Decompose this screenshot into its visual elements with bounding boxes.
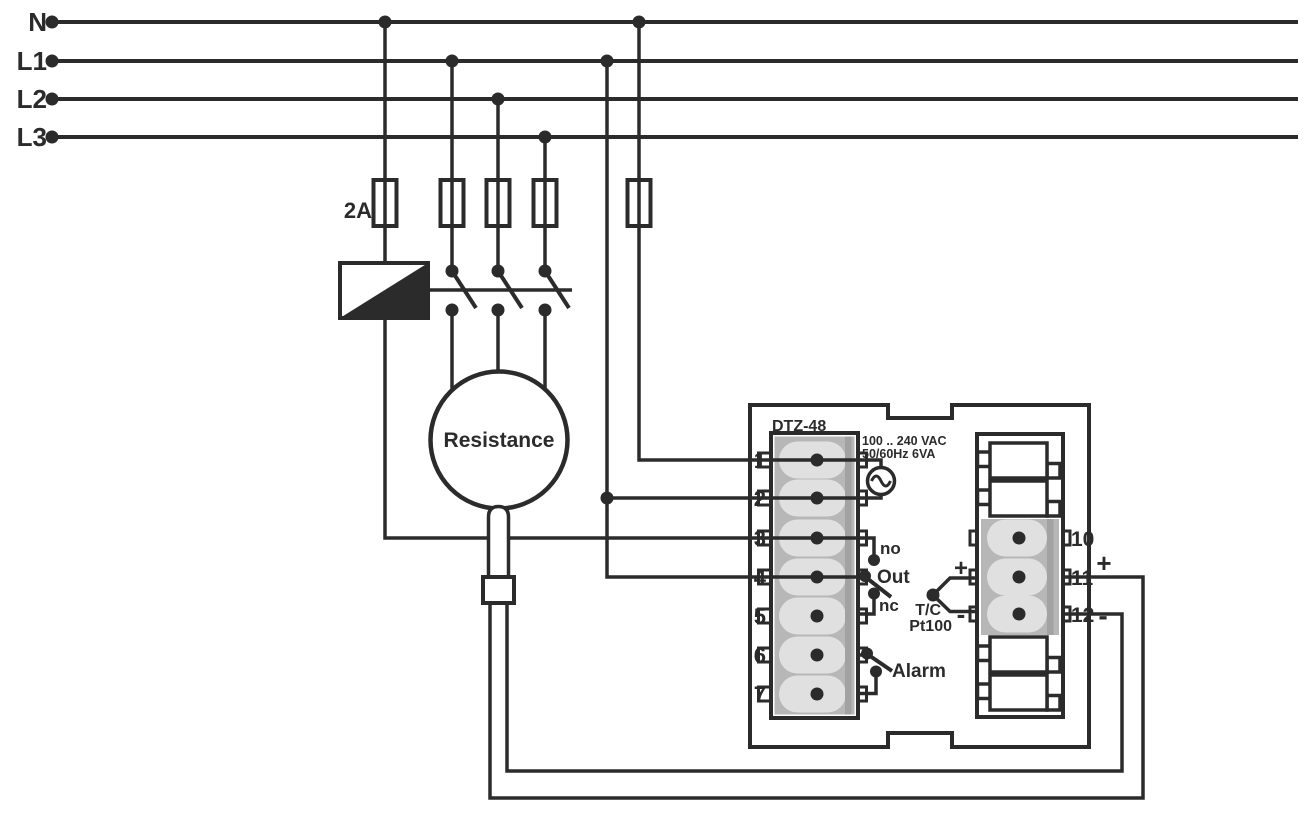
alarm-contact: Alarm [858, 647, 946, 696]
terminal-brackets [757, 451, 868, 703]
contact-blade [866, 577, 893, 599]
bus-start-dot [45, 54, 59, 68]
nc-contact-dot [868, 587, 880, 600]
junction-dot [600, 491, 614, 505]
sensor-wiring: + - [488, 548, 1145, 800]
fuse-icon [531, 178, 559, 228]
bus-line-l1: L1 [17, 46, 1298, 76]
sensor-input: T/C Pt100 + - [909, 555, 977, 635]
supply-rating: 100 .. 240 VAC 50/60Hz 6VA [858, 434, 947, 500]
sensor-junction-dot [926, 588, 940, 602]
socket-key-shapes [975, 441, 1062, 712]
resistance-load: Resistance [428, 369, 570, 511]
wire-l1-to-terminal2-4 [605, 61, 858, 579]
fuse-icon [438, 178, 466, 228]
sensor-plus-sign: + [954, 555, 968, 582]
contactor-coil-triangle [340, 263, 428, 318]
bus-start-dot [45, 92, 59, 106]
wire-coil-to-terminal3 [383, 318, 858, 540]
bus-start-dot [45, 130, 59, 144]
probe-minus-sign: - [1098, 600, 1107, 631]
left-terminal-numbers: 1 2 3 4 5 6 7 [754, 448, 767, 707]
fuse-icon [625, 178, 653, 228]
fuse-icon [484, 178, 512, 228]
circuit-wires [383, 22, 858, 579]
terminal-number-6: 6 [754, 643, 766, 668]
probe-plus-sign: + [1096, 548, 1111, 578]
bus-label-l2: L2 [17, 84, 47, 114]
temperature-probe [481, 504, 516, 605]
bus-label-l3: L3 [17, 122, 47, 152]
relay-output-contact: no Out nc [858, 536, 910, 616]
sensor-wire-minus [505, 603, 1124, 773]
alarm-contact-dot [870, 665, 882, 678]
supply-text-1: 100 .. 240 VAC [862, 434, 947, 448]
out-label: Out [877, 567, 910, 588]
terminal-brackets [968, 529, 1072, 623]
terminal-pills [987, 519, 1054, 635]
contactor-pole-3 [538, 264, 571, 317]
fuse-rating-label: 2A [344, 198, 372, 223]
sensor-minus-sign: - [957, 599, 966, 629]
bus-start-dot [45, 15, 59, 29]
sine-wave-icon [870, 474, 892, 488]
no-contact-dot [868, 554, 880, 566]
probe-stem [486, 504, 511, 578]
contactor-pole-2 [491, 264, 524, 317]
terminal-number-10: 10 [1071, 528, 1094, 551]
terminal-number-5: 5 [754, 604, 766, 629]
contact-blade [868, 654, 894, 673]
bus-line-n: N [28, 7, 1298, 37]
bus-label-l1: L1 [17, 46, 47, 76]
device-title: DTZ-48 [772, 418, 826, 435]
terminal-number-7: 7 [754, 682, 766, 707]
contactor-pole-1 [445, 264, 478, 317]
sensor-type-pt100: Pt100 [909, 618, 952, 635]
sensor-type-tc: T/C [915, 602, 941, 619]
power-bus: N L1 L2 L3 [17, 7, 1298, 152]
nc-label: nc [879, 596, 899, 615]
bus-line-l2: L2 [17, 84, 1298, 114]
alarm-label: Alarm [892, 661, 946, 682]
fuse-2a-icon [371, 178, 399, 228]
right-terminal-block: 10 11 12 [968, 432, 1094, 719]
no-label: no [880, 539, 901, 558]
bus-line-l3: L3 [17, 122, 1298, 152]
right-terminal-numbers: 10 11 12 [1071, 528, 1094, 627]
probe-head [481, 575, 516, 605]
contactor [338, 261, 572, 320]
fuse-group: 2A [344, 178, 653, 228]
wire-n-to-terminal1 [637, 22, 858, 462]
sensor-wire-plus [488, 575, 1145, 800]
bus-label-n: N [28, 7, 47, 37]
load-label: Resistance [444, 429, 555, 452]
dtz48-device: DTZ-48 [748, 403, 1094, 749]
supply-text-2: 50/60Hz 6VA [862, 447, 935, 461]
